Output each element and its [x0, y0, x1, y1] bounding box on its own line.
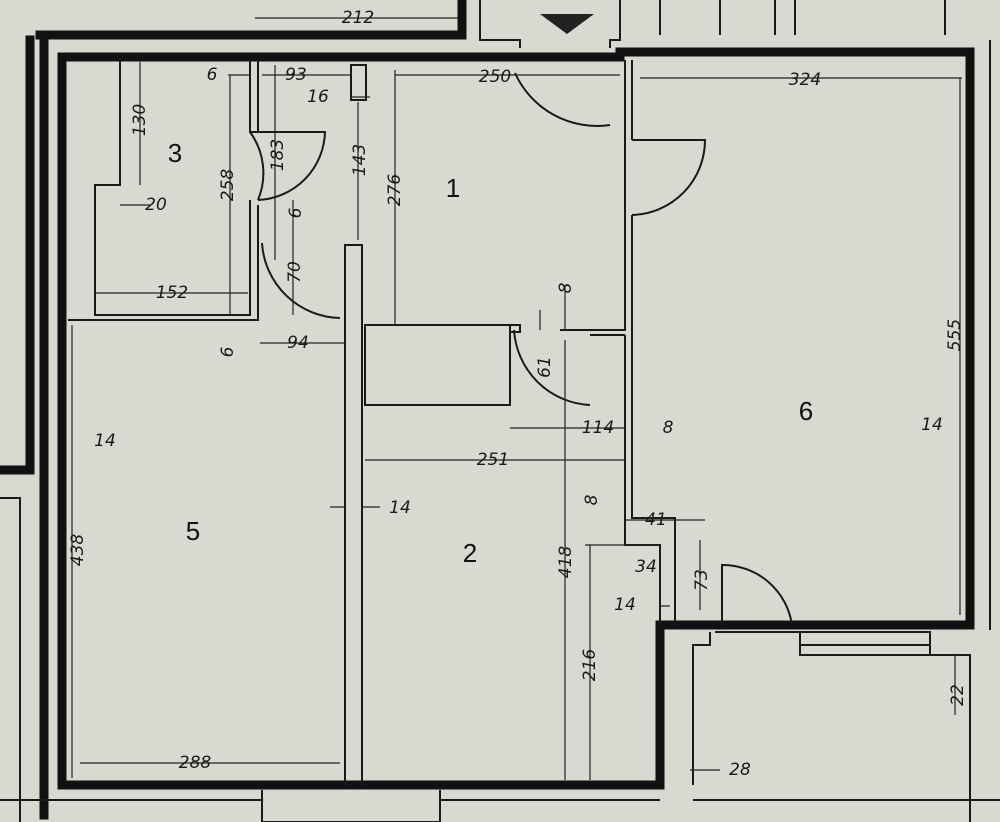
dim-label: 6: [207, 65, 218, 85]
dim-label: 418: [556, 546, 576, 579]
dim-label: 324: [789, 70, 821, 90]
dim-label: 438: [68, 534, 88, 567]
dim-label: 8: [582, 494, 602, 505]
dim-label: 94: [287, 333, 309, 353]
room-1-label: 1: [446, 173, 460, 203]
dim-label: 14: [921, 415, 943, 435]
dim-label: 73: [692, 569, 712, 591]
room-3-label: 3: [168, 138, 182, 168]
dim-label: 22: [948, 684, 968, 706]
dim-label: 276: [385, 174, 405, 207]
dim-label: 152: [156, 283, 188, 303]
dim-label: 14: [614, 595, 636, 615]
dim-label: 93: [285, 65, 307, 85]
dim-label: 555: [945, 319, 965, 351]
dimension-labels: 212 6 93 16 250 324 130 183 143 276 258 …: [68, 8, 968, 780]
dim-label: 20: [145, 195, 167, 215]
dim-label: 14: [389, 498, 411, 518]
dim-label: 212: [342, 8, 374, 28]
dim-label: 6: [286, 207, 306, 218]
dim-label: 258: [218, 169, 238, 202]
room-5-label: 5: [186, 516, 200, 546]
dim-label: 28: [729, 760, 751, 780]
dim-label: 70: [285, 261, 305, 283]
dim-label: 130: [130, 104, 150, 136]
room-6-label: 6: [799, 396, 813, 426]
dim-label: 14: [94, 431, 116, 451]
dim-label: 114: [582, 418, 614, 438]
room-labels: 1 2 3 5 6: [168, 138, 813, 568]
dim-label: 216: [580, 649, 600, 682]
interior-walls: [0, 40, 1000, 822]
dimension-lines: [71, 17, 962, 780]
entrance-marker-icon: [540, 14, 594, 34]
dim-label: 61: [535, 356, 555, 378]
dim-label: 250: [479, 67, 511, 87]
dim-label: 143: [350, 144, 370, 176]
dim-label: 41: [645, 510, 667, 530]
dim-label: 8: [663, 418, 674, 438]
dim-label: 16: [307, 87, 329, 107]
walls: [0, 0, 975, 822]
dim-label: 251: [477, 450, 509, 470]
dim-label: 34: [635, 557, 657, 577]
dim-label: 288: [179, 753, 212, 773]
dim-label: 6: [218, 346, 238, 357]
dim-label: 8: [556, 282, 576, 293]
room-2-label: 2: [463, 538, 477, 568]
dim-label: 183: [268, 139, 288, 171]
